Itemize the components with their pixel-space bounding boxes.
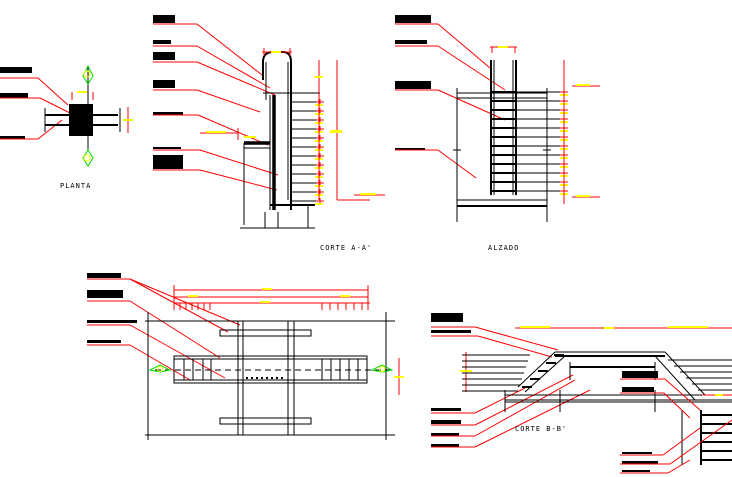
annotation-label [0, 136, 25, 139]
stair-treads [522, 354, 564, 388]
view-title-alzado: ALZADO [488, 244, 519, 252]
stair-treads [462, 354, 530, 392]
view-title-corte-a: CORTE A-A' [320, 244, 372, 252]
view-planta: PLANTA [0, 64, 133, 190]
view-corte-b: CORTE B-B' [431, 313, 732, 474]
section-marker-icon [148, 364, 172, 373]
annotation-label [0, 67, 32, 73]
stair-treads [491, 89, 568, 195]
section-marker-icon [82, 149, 94, 167]
section-marker-icon [83, 154, 91, 162]
view-alzado: ALZADO [395, 15, 600, 252]
view-corte-a: CORTE A-A' [153, 15, 385, 252]
leader-line [37, 119, 63, 140]
view-title-planta: PLANTA [60, 182, 91, 190]
column-section [69, 104, 93, 136]
dim-text [315, 203, 323, 205]
section-marker-icon [83, 70, 91, 78]
annotation-label [0, 93, 28, 98]
stair-treads [173, 303, 369, 380]
view-title-corte-b: CORTE B-B' [515, 425, 567, 433]
leader-line [37, 77, 69, 106]
stair-treads [701, 414, 732, 461]
view-planta-puente [87, 273, 404, 440]
stair-treads [668, 359, 732, 391]
section-marker-icon [370, 364, 394, 373]
